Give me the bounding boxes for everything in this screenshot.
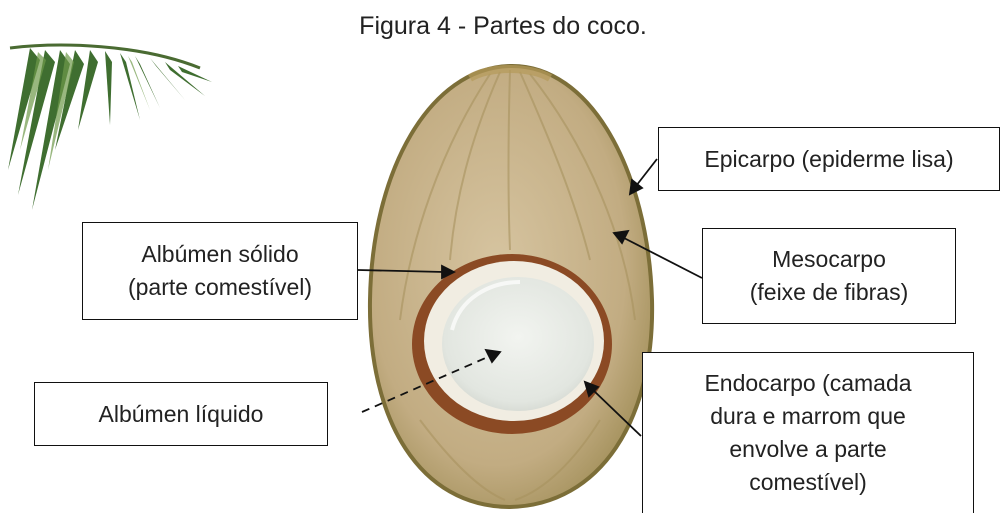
label-epicarpo: Epicarpo (epiderme lisa) [658,127,1000,191]
label-albumen-liquido-text: Albúmen líquido [99,398,264,431]
label-endocarpo: Endocarpo (camada dura e marrom que envo… [642,352,974,513]
label-albumen-solido-text: Albúmen sólido (parte comestível) [128,238,312,304]
coconut-illustration [370,66,652,507]
label-albumen-liquido: Albúmen líquido [34,382,328,446]
palm-leaves-illustration [8,45,212,210]
label-mesocarpo: Mesocarpo (feixe de fibras) [702,228,956,324]
label-mesocarpo-text: Mesocarpo (feixe de fibras) [750,243,909,309]
label-epicarpo-text: Epicarpo (epiderme lisa) [704,143,953,176]
label-albumen-solido: Albúmen sólido (parte comestível) [82,222,358,320]
label-endocarpo-text: Endocarpo (camada dura e marrom que envo… [704,367,911,499]
